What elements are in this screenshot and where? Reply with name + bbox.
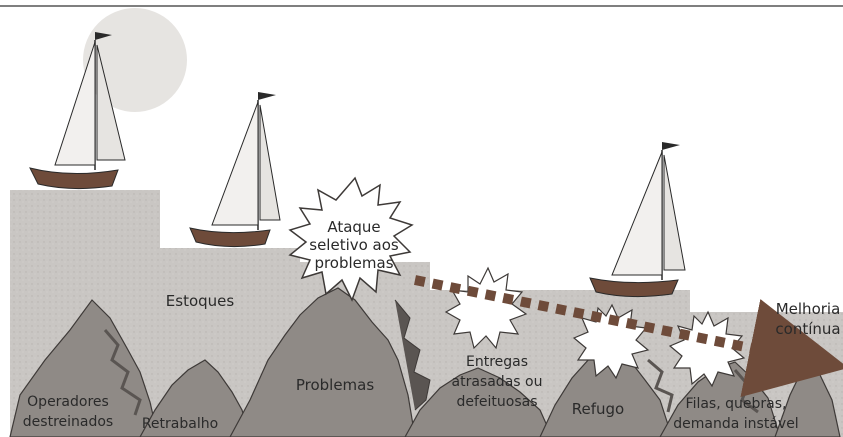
ataque-label-line1: Ataque	[327, 218, 380, 236]
entregas-label-line1: Entregas	[466, 354, 528, 370]
entregas-label-line2: atrasadas ou	[452, 374, 543, 390]
refugo-label: Refugo	[572, 400, 624, 418]
entregas-label-line3: defeituosas	[456, 394, 537, 410]
operadores-label-line2: destreinados	[23, 414, 113, 430]
filas-label-line1: Filas, quebras,	[686, 396, 787, 412]
estoques-label: Estoques	[166, 292, 235, 310]
melhoria-label-line2: contínua	[775, 320, 840, 338]
problemas-label: Problemas	[296, 376, 375, 394]
melhoria-label-line1: Melhoria	[776, 300, 841, 318]
ataque-label-line2: seletivo aos	[309, 236, 399, 254]
retrabalho-label: Retrabalho	[142, 416, 218, 432]
operadores-label-line1: Operadores	[27, 394, 109, 410]
filas-label-line2: demanda instável	[673, 416, 798, 432]
ataque-label-line3: problemas	[314, 254, 393, 272]
sailboat-icon	[190, 92, 280, 247]
sailboat-icon	[590, 142, 685, 297]
